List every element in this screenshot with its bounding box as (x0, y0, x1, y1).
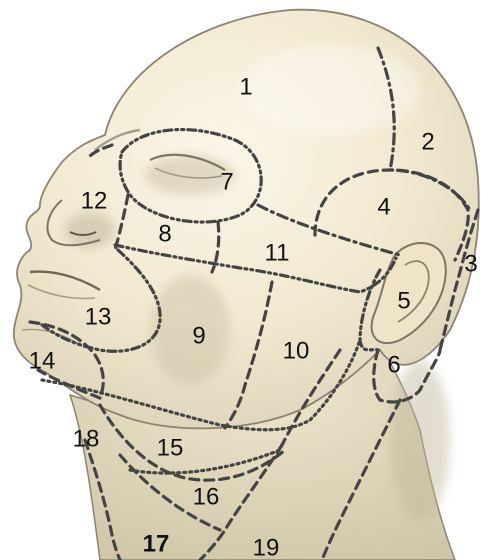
region-label-9: 9 (192, 322, 205, 349)
region-label-8: 8 (158, 220, 171, 247)
region-label-3: 3 (464, 250, 477, 277)
region-label-14: 14 (29, 347, 56, 374)
region-label-2: 2 (421, 128, 434, 155)
region-label-4: 4 (377, 193, 390, 220)
region-label-17: 17 (143, 530, 170, 557)
region-label-15: 15 (157, 434, 184, 461)
region-label-10: 10 (283, 337, 310, 364)
region-label-13: 13 (85, 303, 112, 330)
cheek-shadow (150, 275, 230, 385)
region-label-5: 5 (397, 287, 410, 314)
region-label-1: 1 (239, 73, 252, 100)
region-label-18: 18 (73, 425, 100, 452)
region-label-7: 7 (220, 168, 233, 195)
region-label-11: 11 (265, 239, 290, 266)
neck-shadow (390, 360, 450, 520)
region-label-6: 6 (387, 351, 400, 378)
region-label-16: 16 (193, 483, 220, 510)
region-label-12: 12 (81, 187, 108, 214)
region-label-19: 19 (253, 534, 280, 560)
